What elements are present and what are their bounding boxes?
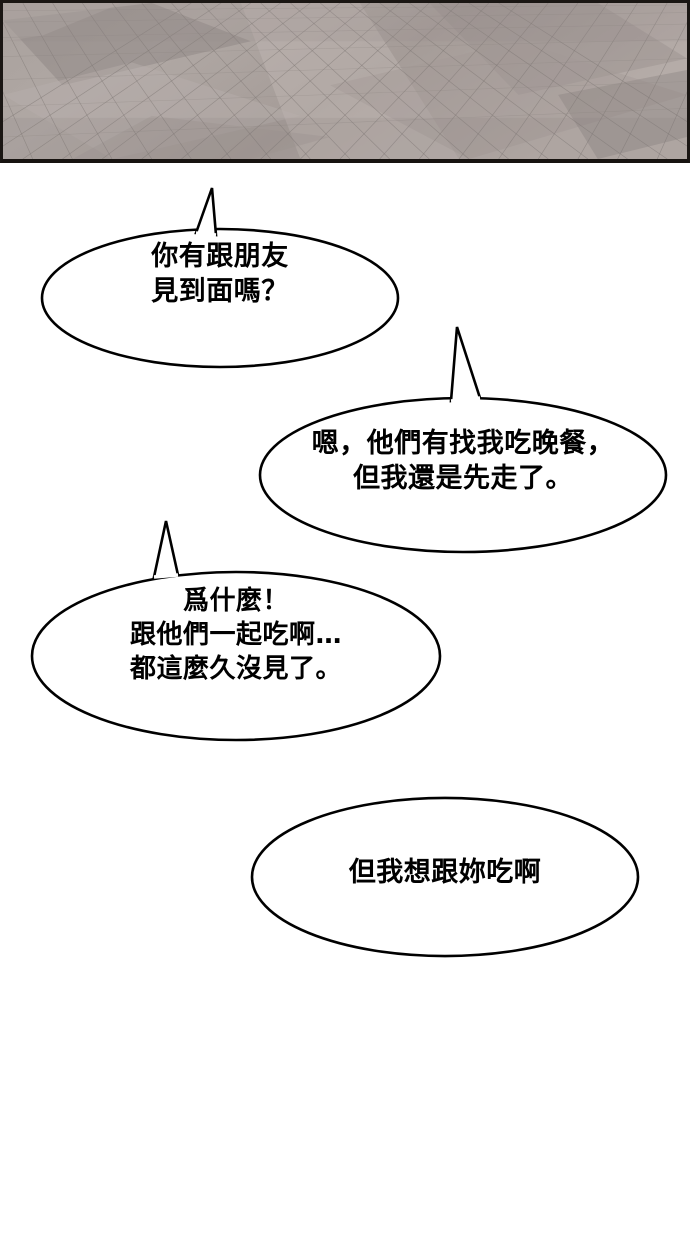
blank-gutter — [0, 960, 690, 1240]
speech-bubble-4-shape — [250, 796, 640, 958]
speech-bubble-1: 你有跟朋友 見到面嗎？ — [40, 183, 400, 371]
speech-bubble-3-shape — [30, 520, 442, 742]
speech-bubble-1-shape — [40, 187, 400, 369]
speech-bubble-2: 嗯，他們有找我吃晚餐， 但我還是先走了。 — [258, 322, 668, 554]
speech-bubble-3: 爲什麼！ 跟他們一起吃啊… 都這麼久沒見了。 — [30, 515, 442, 742]
speech-bubble-2-text: 嗯，他們有找我吃晚餐， 但我還是先走了。 — [311, 428, 615, 495]
speech-bubble-4-text: 但我想跟妳吃啊 — [348, 857, 542, 888]
tiled-floor-artwork — [3, 3, 687, 159]
speech-bubble-3-text: 爲什麼！ 跟他們一起吃啊… 都這麼久沒見了。 — [129, 586, 342, 684]
speech-bubble-2-shape — [258, 326, 668, 554]
tiled-floor-panel — [0, 0, 690, 163]
speech-bubble-4: 但我想跟妳吃啊 — [250, 795, 640, 960]
speech-bubble-1-text: 你有跟朋友 見到面嗎？ — [151, 241, 289, 308]
